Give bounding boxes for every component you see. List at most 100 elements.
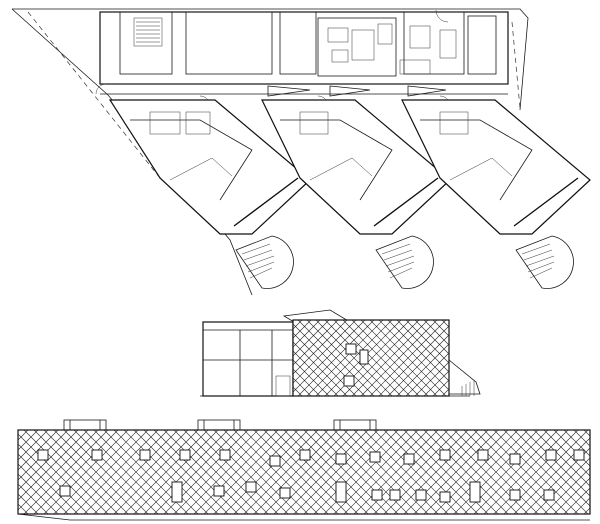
facade-window [91,449,103,461]
lattice-line [315,319,393,397]
lattice-line [414,361,450,397]
exterior-stair [448,359,481,395]
stair-icon [461,380,475,396]
lattice-line [573,497,591,515]
lattice-line [243,429,329,515]
lattice-line [233,429,319,515]
lattice-line [53,429,139,515]
lattice-line [292,350,339,397]
lattice-line [333,429,419,515]
lattice-line [360,319,438,397]
lattice-line [292,341,348,397]
lattice-line [17,433,99,515]
lattice-line [369,319,447,397]
facade-window [573,449,585,461]
facade-window [171,481,183,503]
lattice-line [413,429,499,515]
stair-icon [375,235,434,289]
lattice-line [17,429,39,451]
lattice-line [432,379,450,397]
lattice-line [513,429,591,507]
facade-window [439,449,451,461]
lattice-line [283,429,369,515]
side-elevation [200,309,481,397]
lattice-line [423,319,450,346]
lattice-line [378,319,450,391]
lattice-line [443,429,529,515]
lattice-line [123,429,209,515]
lattice-line [353,429,439,515]
glazed-volume [202,321,294,397]
lattice-line [583,507,591,515]
lattice-line [378,325,450,397]
lattice-line [441,388,450,397]
lattice-line [73,429,159,515]
lattice-line [17,473,59,515]
lattice-line [453,429,539,515]
facade-window [245,481,257,493]
lattice-line [17,429,89,501]
lattice-line [396,319,450,373]
lattice-line [393,429,479,515]
lattice-line [17,443,89,515]
lattice-line [33,429,119,515]
lattice-line [292,319,303,330]
facade-window [543,489,555,501]
lattice-line [583,429,591,437]
lattice-line [405,352,450,397]
ground-line [17,513,590,521]
lattice-line [351,319,429,397]
lattice-line [396,343,450,397]
lattice-line [292,319,312,339]
lattice-line [17,429,49,461]
lattice-line [17,429,99,511]
lattice-line [292,319,357,384]
skylight-triangles [267,85,447,97]
facade-window [299,449,311,461]
lattice-line [523,429,591,497]
stair-icon [515,235,574,289]
lattice-line [133,429,219,515]
lattice-line [203,429,289,515]
lattice-line [17,453,79,515]
lattice-line [343,429,429,515]
floor-plan [11,8,591,296]
lattice-line [17,463,69,515]
lattice-line [153,429,239,515]
lattice-facade-pattern [292,319,450,397]
lattice-line [292,319,366,393]
facade-window [335,481,347,503]
room-b [279,11,317,75]
facade-window [389,489,401,501]
lattice-line [553,477,591,515]
facade-windows [37,449,585,503]
facade-window [179,449,191,461]
facade-window [439,491,451,503]
lattice-line [193,429,279,515]
classroom-wing-3 [401,99,591,289]
room-d [467,15,497,75]
facade-window [219,449,231,461]
lattice-line [423,429,509,515]
lattice-line [103,429,189,515]
lattice-line [563,429,591,457]
facade-window [477,449,489,461]
lattice-line [473,429,559,515]
lattice-line [387,319,450,382]
lattice-line [483,429,569,515]
lattice-line [43,429,129,515]
lattice-line [573,429,591,447]
facade-window [37,449,49,461]
lattice-line [432,319,450,337]
roof-units [63,419,377,431]
lattice-line [303,429,389,515]
lattice-line [387,334,450,397]
lattice-line [143,429,229,515]
lattice-line [213,429,299,515]
facade-window [415,489,427,501]
room-stair [119,11,173,75]
facade-window [59,485,71,497]
lattice-line [23,429,109,515]
lattice-line [292,386,303,397]
